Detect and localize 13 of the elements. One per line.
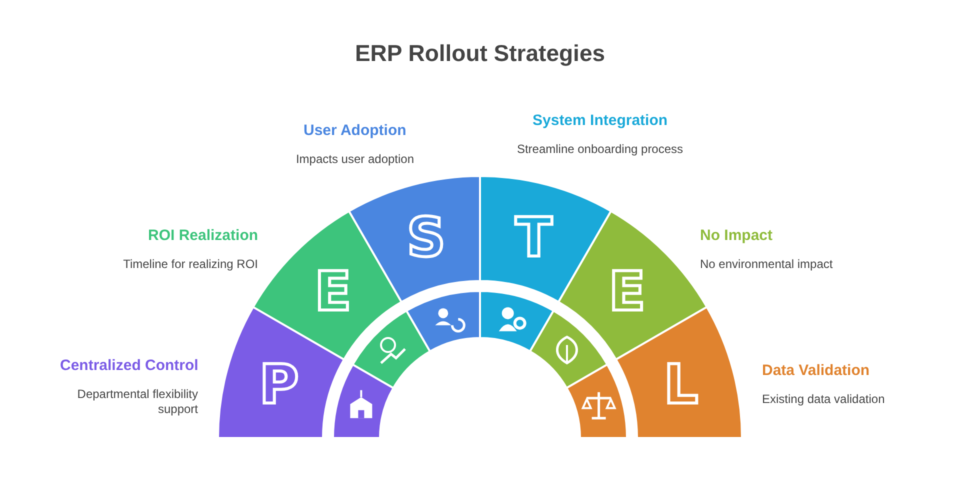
heading: No Impact (700, 227, 773, 244)
description: Streamline onboarding process (516, 142, 684, 157)
heading: Data Validation (762, 362, 870, 379)
heading: ROI Realization (148, 227, 258, 244)
description: Timeline for realizing ROI (122, 257, 258, 272)
heading: System Integration (532, 112, 668, 129)
description: Existing data validation (762, 392, 886, 407)
heading: User Adoption (304, 122, 406, 139)
description: Impacts user adoption (294, 152, 416, 167)
title: ERP Rollout Strategies (354, 40, 606, 67)
description: Departmental flexibility support (76, 387, 198, 417)
description: No environmental impact (700, 257, 834, 272)
heading: Centralized Control (60, 357, 198, 374)
